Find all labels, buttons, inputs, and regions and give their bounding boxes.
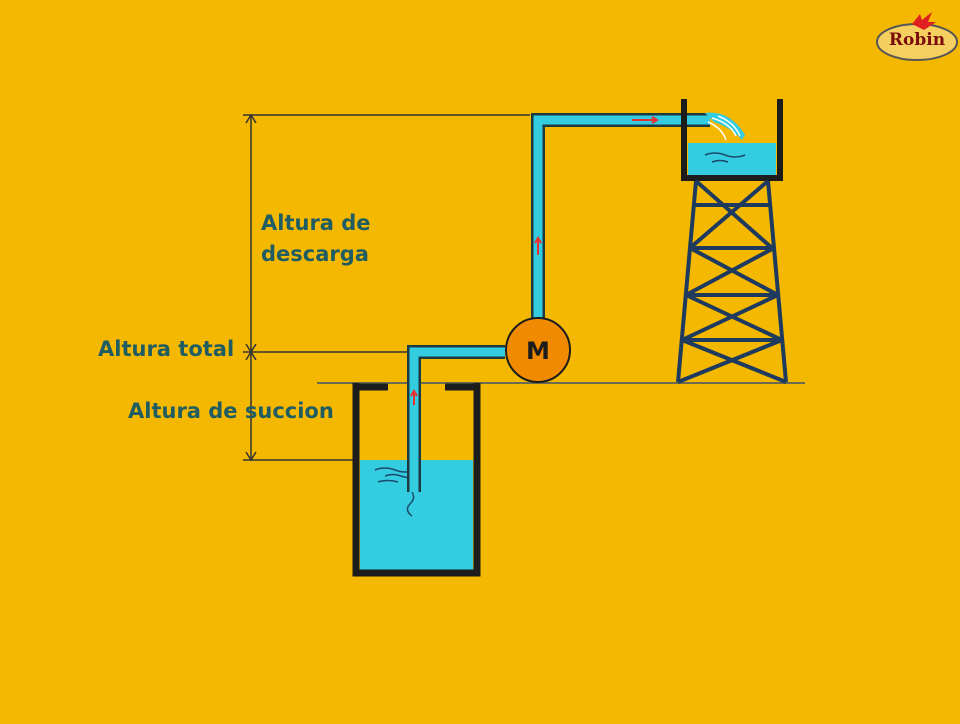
label-altura-descarga-line1: Altura de — [261, 211, 371, 235]
robin-logo: Robin — [872, 10, 958, 62]
discharge-pipe — [531, 113, 710, 320]
label-altura-descarga-line2: descarga — [261, 242, 369, 266]
elevated-tank — [681, 99, 783, 181]
logo-text: Robin — [888, 30, 946, 50]
bird-icon — [912, 12, 936, 30]
label-altura-succion: Altura de succion — [128, 399, 334, 423]
suction-pipe — [407, 345, 505, 492]
motor-letter: M — [526, 337, 550, 365]
water-tower — [676, 179, 788, 384]
label-altura-total: Altura total — [98, 337, 235, 361]
motor: M — [505, 317, 571, 383]
water-jet — [705, 112, 745, 141]
dimension-lines — [243, 113, 530, 462]
logo-graphic — [876, 12, 958, 61]
